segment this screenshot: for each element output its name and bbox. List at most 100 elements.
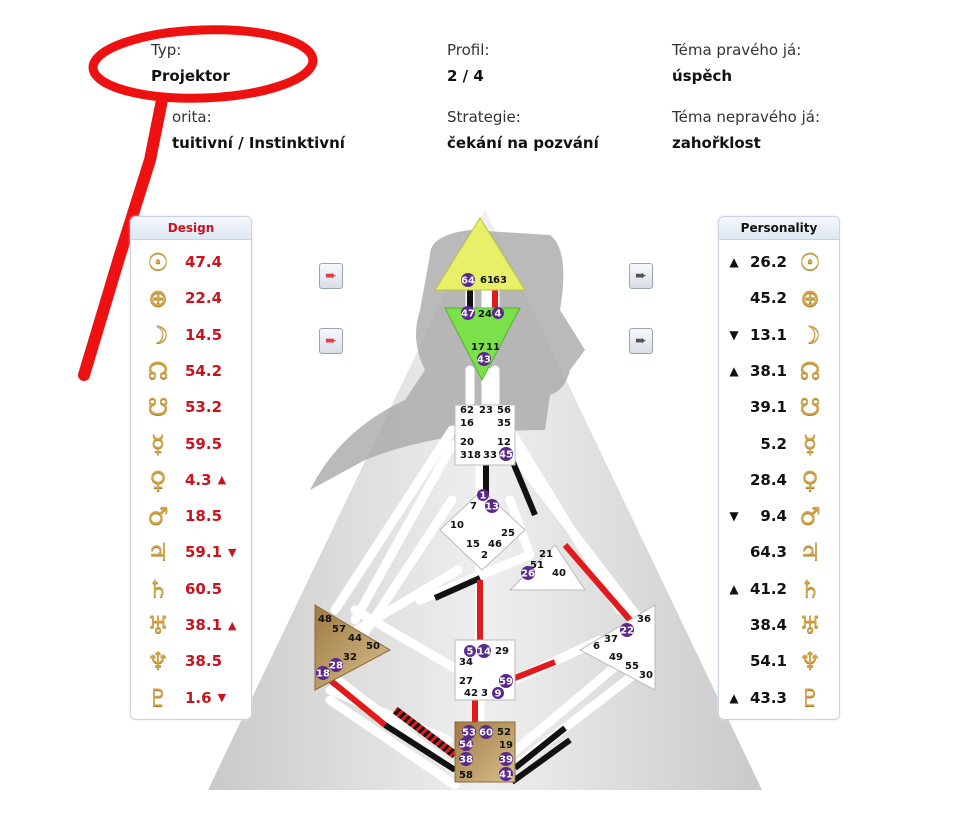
north-node-icon: ☊ bbox=[147, 356, 169, 385]
personality-value: 64.3 bbox=[749, 543, 787, 562]
gate-9: 9 bbox=[495, 689, 502, 700]
gate-17: 17 bbox=[471, 342, 485, 353]
personality-arrow: ▲ bbox=[729, 255, 739, 269]
mars-icon: ♂ bbox=[147, 502, 169, 531]
arrow-right-icon: ➨ bbox=[325, 333, 337, 349]
gate-49: 49 bbox=[609, 652, 623, 663]
gate-41: 41 bbox=[499, 770, 513, 781]
personality-row: ▲ 38.1 ☊ bbox=[719, 356, 839, 386]
personality-next-button-2[interactable]: ➨ bbox=[629, 328, 653, 354]
design-row: ♅38.1▲ bbox=[131, 610, 263, 640]
gate-63: 63 bbox=[493, 275, 507, 286]
earth-icon: ⊕ bbox=[799, 284, 821, 313]
design-value: 1.6 bbox=[185, 688, 212, 707]
gate-12: 12 bbox=[497, 437, 511, 448]
design-value: 60.5 bbox=[185, 579, 223, 598]
design-row: ☉47.4 bbox=[131, 247, 263, 277]
profile-field: Profil: 2 / 4 bbox=[447, 40, 489, 86]
design-arrow: ▲ bbox=[217, 473, 227, 487]
design-row: ☋53.2 bbox=[131, 392, 263, 422]
personality-row: 5.2 ☿ bbox=[719, 429, 839, 459]
personality-panel-title: Personality bbox=[719, 217, 839, 240]
personality-row: ▲26.2☉ bbox=[719, 247, 839, 277]
mercury-icon: ☿ bbox=[802, 429, 818, 458]
gate-51: 51 bbox=[530, 560, 544, 571]
personality-value: 38.1 bbox=[749, 361, 787, 380]
personality-value: 38.4 bbox=[749, 616, 787, 634]
jupiter-icon: ♃ bbox=[147, 538, 169, 567]
gate-44: 44 bbox=[348, 633, 362, 644]
signature-label: Téma pravého já: bbox=[672, 41, 802, 59]
gate-25: 25 bbox=[501, 528, 515, 539]
personality-next-button[interactable]: ➨ bbox=[629, 263, 653, 289]
personality-arrow: ▼ bbox=[729, 509, 739, 524]
authority-label: orita: bbox=[172, 108, 212, 126]
personality-row: ▼13.1☽ bbox=[719, 320, 839, 350]
gate-58: 58 bbox=[459, 770, 473, 781]
gate-30: 30 bbox=[639, 670, 653, 681]
design-value: 4.3 bbox=[185, 470, 212, 489]
south-node-icon: ☋ bbox=[147, 393, 169, 422]
design-panel: Design ☉47.4⊕22.4☽14.5☊54.2☋53.2☿59.5♀4.… bbox=[130, 216, 252, 720]
gate-27: 27 bbox=[459, 676, 473, 687]
personality-value: 54.1 bbox=[749, 652, 787, 671]
type-value: Projektor bbox=[151, 67, 230, 85]
gate-43: 43 bbox=[477, 355, 491, 366]
design-value: 14.5 bbox=[185, 325, 223, 344]
profile-value: 2 / 4 bbox=[447, 67, 484, 85]
design-value: 54.2 bbox=[185, 361, 223, 380]
personality-row: 64.3 ♃ bbox=[719, 537, 839, 567]
gate-61: 61 bbox=[480, 275, 494, 286]
solar-plexus-center bbox=[578, 604, 656, 691]
gate-13: 13 bbox=[485, 502, 499, 513]
personality-value: 13.1 bbox=[749, 325, 787, 344]
ajna-center bbox=[444, 307, 521, 382]
strategy-label: Strategie: bbox=[447, 108, 521, 126]
head-silhouette bbox=[310, 230, 585, 490]
gate-23: 23 bbox=[479, 405, 493, 416]
notself-field: Téma nepravého já: zahořklost bbox=[672, 107, 820, 153]
bodygraph: 64 61 63 47 24 4 17 11 43 62 23 56 16 35… bbox=[208, 210, 762, 790]
gate-60: 60 bbox=[479, 728, 493, 739]
personality-row: 28.4♀ bbox=[719, 465, 839, 495]
gate-54: 54 bbox=[459, 740, 473, 751]
north-node-icon: ☊ bbox=[799, 356, 821, 385]
personality-row: 38.4 ♅ bbox=[719, 610, 839, 640]
design-row: ☊ 54.2 bbox=[131, 356, 263, 386]
design-arrow: ▼ bbox=[217, 691, 227, 705]
gate-15: 15 bbox=[466, 539, 480, 550]
gate-18: 18 bbox=[316, 669, 330, 680]
sun-icon: ☉ bbox=[147, 248, 169, 276]
arrow-right-icon: ➨ bbox=[635, 333, 647, 349]
personality-value: 43.3 bbox=[749, 688, 787, 707]
design-next-button[interactable]: ➨ bbox=[319, 263, 343, 289]
mars-icon: ♂ bbox=[799, 502, 821, 531]
design-next-button-2[interactable]: ➨ bbox=[319, 328, 343, 354]
design-row: ♂18.5 bbox=[131, 501, 263, 531]
notself-value: zahořklost bbox=[672, 134, 761, 152]
personality-value: 45.2 bbox=[749, 289, 787, 308]
neptune-icon: ♆ bbox=[799, 647, 821, 676]
gate-29: 29 bbox=[495, 646, 509, 657]
design-value: 59.5 bbox=[185, 434, 223, 453]
arrow-right-icon: ➨ bbox=[325, 268, 337, 284]
design-row: ⊕22.4 bbox=[131, 283, 263, 313]
personality-row: ▲41.2♄ bbox=[719, 574, 839, 604]
uranus-icon: ♅ bbox=[147, 611, 169, 639]
personality-arrow: ▲ bbox=[729, 363, 739, 378]
type-field: Typ: Projektor bbox=[151, 40, 230, 86]
uranus-icon: ♅ bbox=[799, 611, 821, 639]
gate-35: 35 bbox=[497, 418, 511, 429]
personality-panel: Personality ▲26.2☉45.2⊕▼13.1☽▲38.1☊39.1☋… bbox=[718, 216, 840, 720]
profile-label: Profil: bbox=[447, 41, 490, 59]
gate-64: 64 bbox=[461, 276, 475, 287]
jupiter-icon: ♃ bbox=[799, 538, 821, 567]
design-row: ♀4.3▲ bbox=[131, 465, 263, 495]
notself-label: Téma nepravého já: bbox=[672, 108, 821, 126]
gate-7: 7 bbox=[470, 501, 477, 512]
gate-45: 45 bbox=[499, 450, 513, 461]
personality-value: 5.2 bbox=[760, 434, 787, 453]
personality-row: ▼9.4♂ bbox=[719, 501, 839, 531]
saturn-icon: ♄ bbox=[799, 574, 821, 603]
